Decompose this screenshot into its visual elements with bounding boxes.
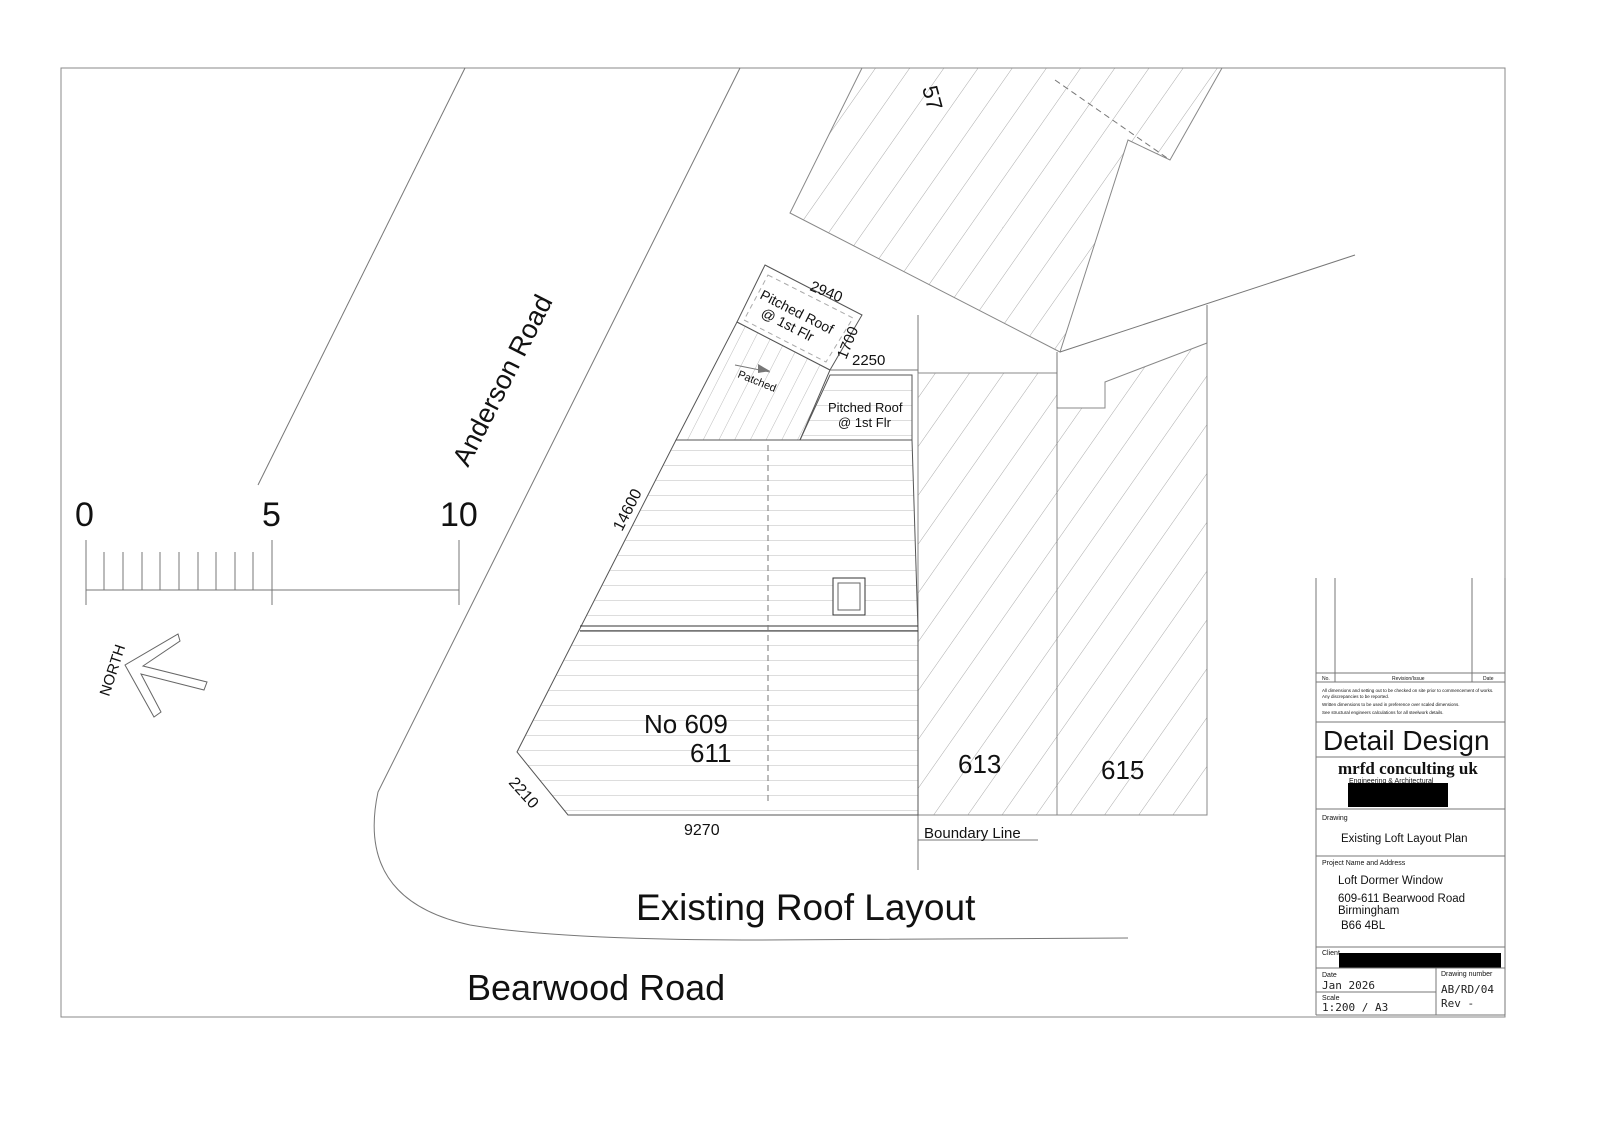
dimension-2210: 2210 [505, 774, 542, 812]
boundary-line-57 [1059, 254, 1356, 353]
pitched-roof-side [799, 374, 913, 441]
property-611-label: 611 [690, 738, 731, 768]
road-edge-curve [373, 67, 1129, 941]
scale-value: 1:200 / A3 [1322, 1001, 1388, 1014]
project-label: Project Name and Address [1322, 860, 1406, 867]
revision-col-no: No. [1322, 676, 1330, 682]
property-613 [917, 372, 1058, 816]
address-line: B66 4BL [1341, 920, 1386, 932]
note: See structural engineers calculations fo… [1322, 710, 1444, 715]
scale-label-0: 0 [75, 496, 94, 534]
north-label: NORTH [97, 643, 130, 699]
bearwood-road-label: Bearwood Road [467, 967, 725, 1008]
boundary-line-label: Boundary Line [924, 825, 1021, 842]
scale-label: Scale [1322, 995, 1340, 1002]
drawing-label: Drawing [1322, 815, 1348, 822]
road-edge [257, 67, 466, 486]
title-block-heading: Detail Design [1323, 725, 1490, 756]
address-line: Birmingham [1338, 905, 1399, 917]
address-line: 609-611 Bearwood Road [1338, 893, 1465, 905]
company-name: mrfd conculting uk [1338, 759, 1478, 778]
property-609-label: No 609 [644, 709, 728, 739]
hidden-line [1054, 79, 1171, 161]
drawing-name: Existing Loft Layout Plan [1341, 833, 1468, 845]
client-label: Client [1322, 950, 1340, 957]
pitched-roof-label: Pitched Roof [828, 400, 903, 415]
anderson-road-label: Anderson Road [447, 290, 559, 471]
property-613-label: 613 [958, 749, 1001, 779]
company-subtitle: Engineering & Architectural [1349, 778, 1434, 785]
drawing-number-label: Drawing number [1441, 971, 1493, 978]
pitched-roof-label: @ 1st Flr [838, 415, 892, 430]
arrow-icon [758, 364, 770, 373]
project-name: Loft Dormer Window [1338, 875, 1444, 887]
revision-col-issue: Revision/Issue [1392, 676, 1425, 682]
revision-col-date: Date [1483, 676, 1494, 682]
dimension-9270: 9270 [684, 822, 720, 839]
title-block: No. Revision/Issue Date All dimensions a… [1315, 578, 1506, 1016]
note: All dimensions and setting out to be che… [1322, 688, 1493, 693]
note: Any discrepancies to be reported. [1322, 694, 1389, 699]
property-615-label: 615 [1101, 755, 1144, 785]
scale-bar: 0 5 10 [75, 496, 478, 605]
date-label: Date [1322, 972, 1337, 979]
scale-label-5: 5 [262, 496, 281, 534]
north-arrow-icon: NORTH [97, 633, 208, 718]
dimension-2250: 2250 [852, 352, 885, 369]
redacted-client [1339, 953, 1501, 968]
property-57 [789, 67, 1223, 353]
date-value: Jan 2026 [1322, 979, 1375, 992]
drawing-number: AB/RD/04 [1441, 983, 1494, 996]
sheet-border [60, 67, 1506, 1018]
property-615 [1056, 342, 1208, 816]
note: Written dimensions to be used in prefere… [1322, 702, 1460, 707]
drawing-title: Existing Roof Layout [636, 887, 976, 928]
scale-label-10: 10 [440, 496, 478, 534]
revision-value: Rev - [1441, 997, 1474, 1010]
redacted-block [1348, 783, 1448, 807]
